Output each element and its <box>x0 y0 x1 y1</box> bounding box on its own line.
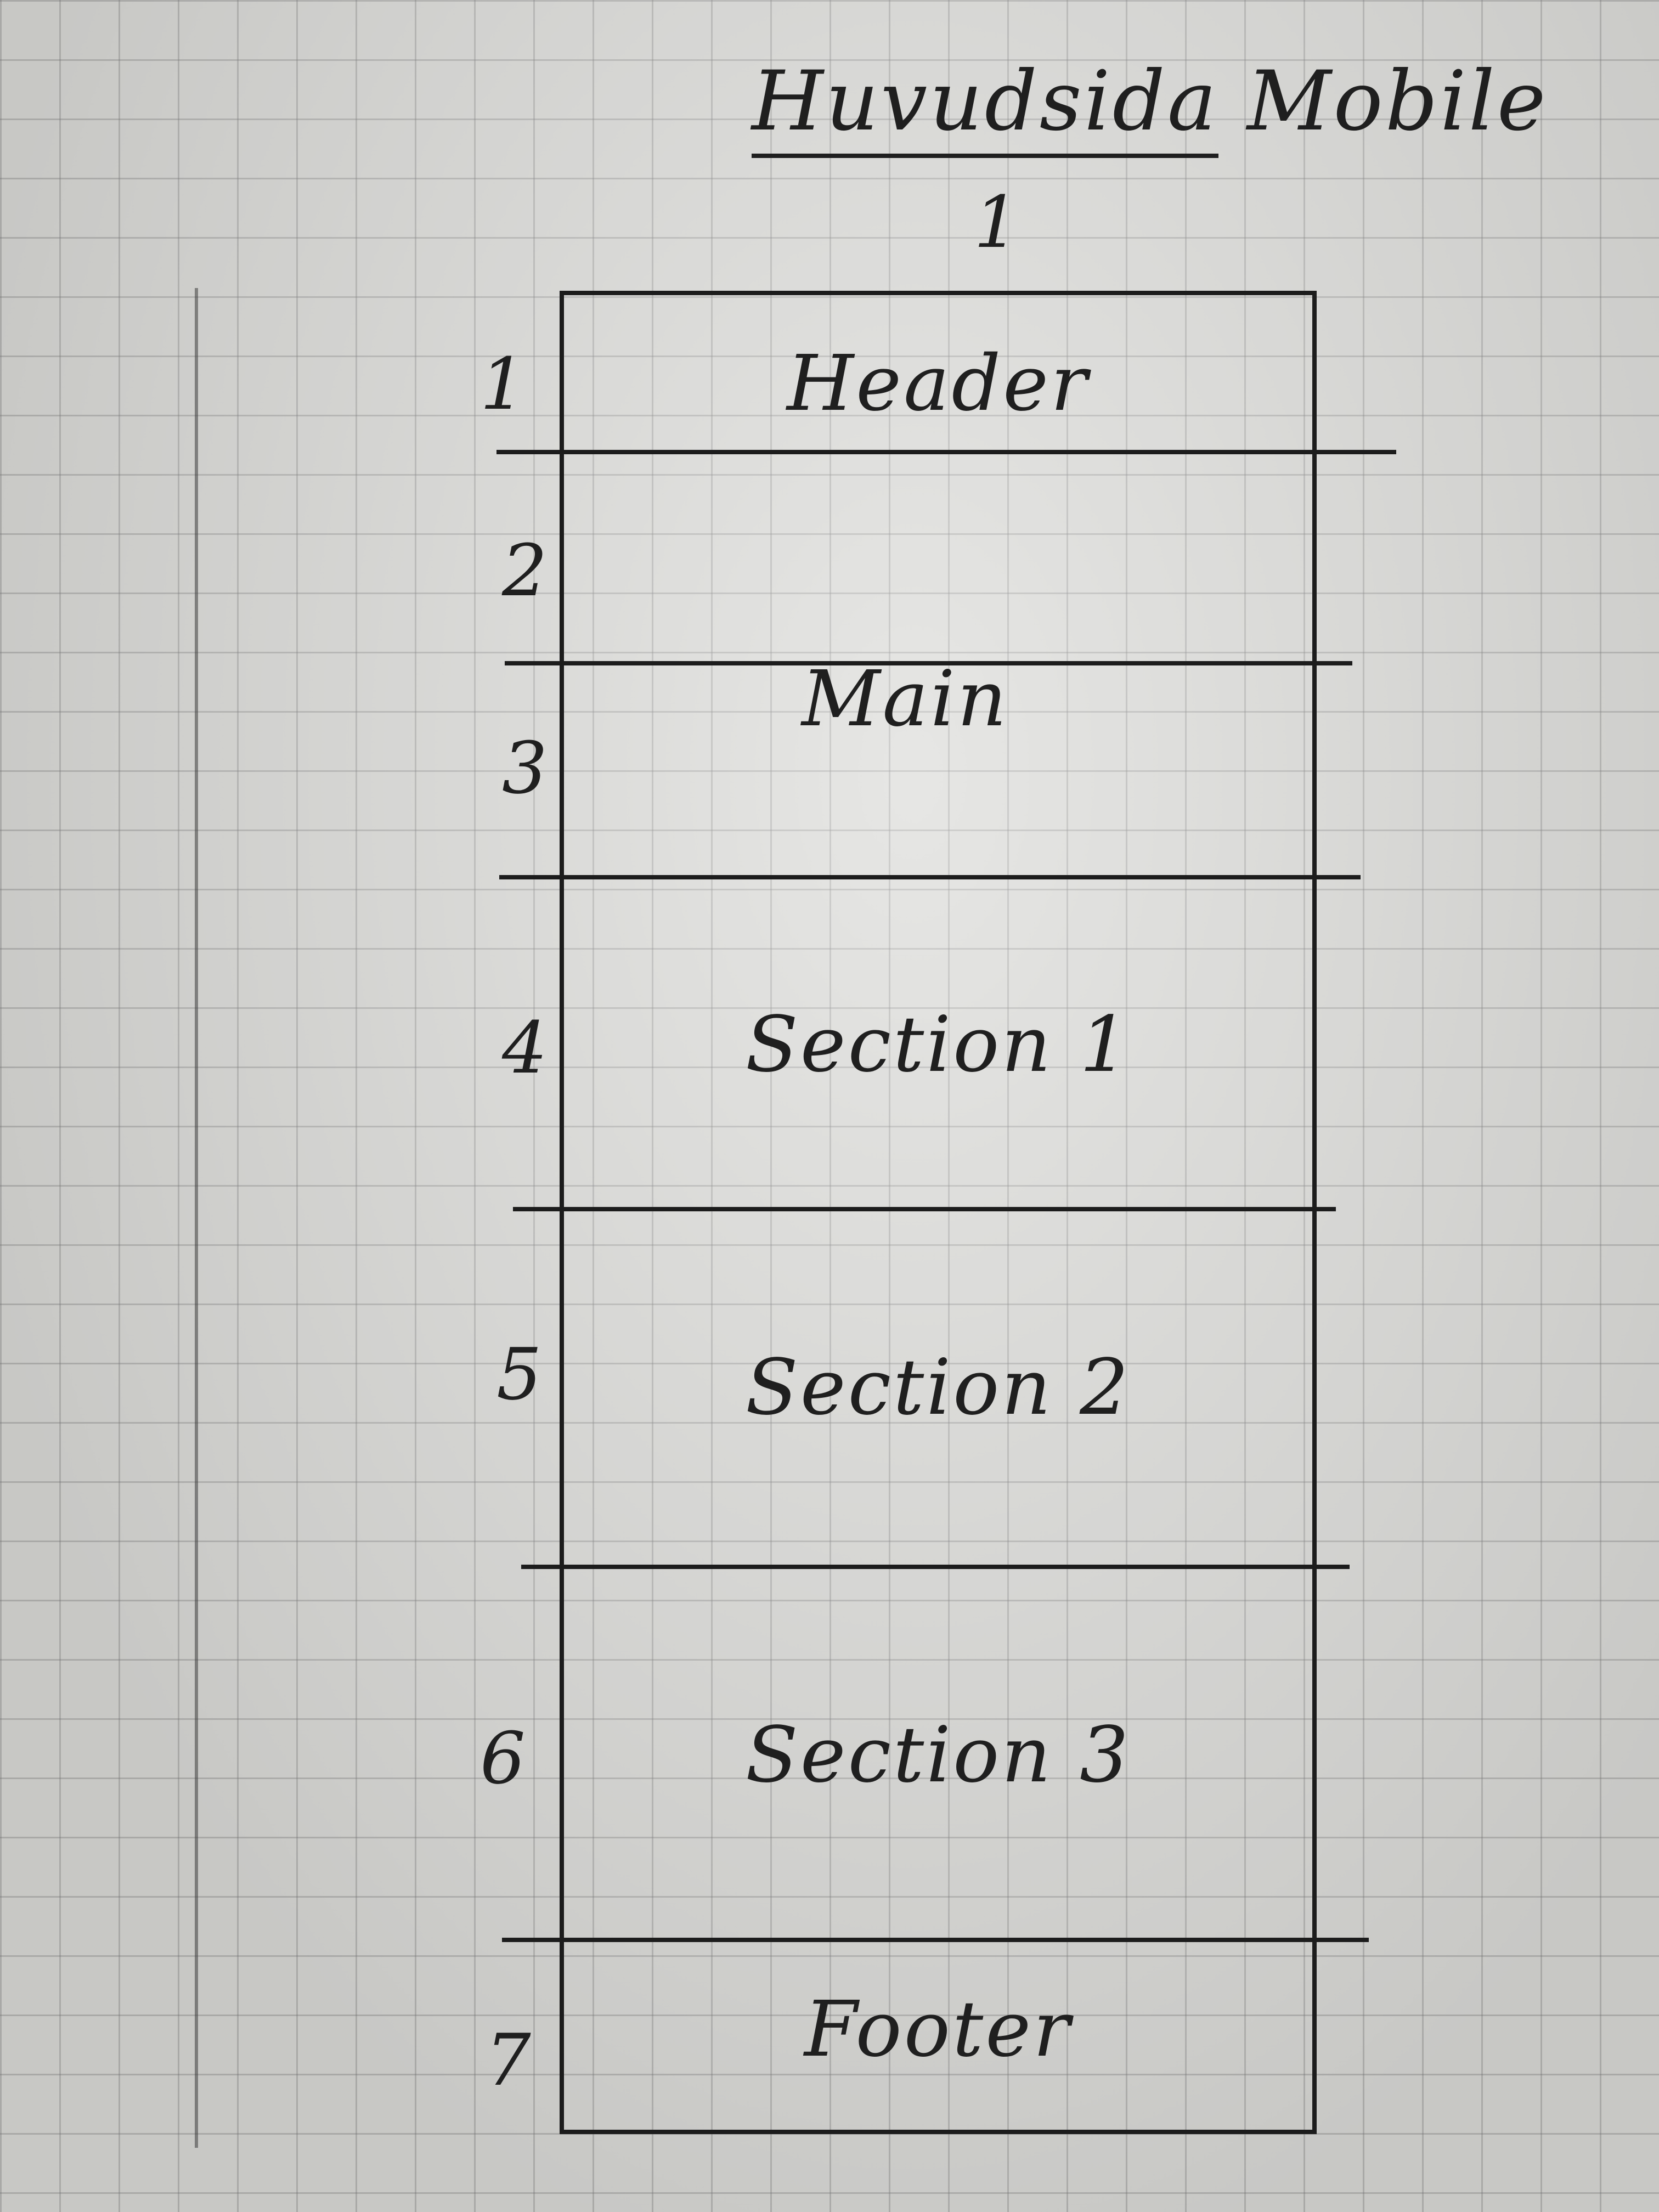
page-number: 1 <box>974 180 1019 264</box>
row-number-4: 4 <box>502 1006 548 1090</box>
row-number-6: 6 <box>480 1717 526 1800</box>
divider-header-bottom <box>496 450 1396 454</box>
divider-row-2-3 <box>505 661 1352 665</box>
page-title: Huvudsida Mobile <box>752 60 1548 158</box>
divider-main-bottom <box>499 875 1361 879</box>
page-title-underlined: Huvudsida <box>752 60 1219 158</box>
region-section-1: Section 1 <box>745 1000 1131 1090</box>
row-number-5: 5 <box>496 1333 542 1416</box>
row-number-3: 3 <box>502 726 548 810</box>
margin-line <box>195 288 198 2148</box>
region-header: Header <box>787 339 1090 428</box>
divider-section-1-bottom <box>513 1207 1336 1211</box>
divider-section-3-bottom <box>502 1938 1369 1942</box>
region-section-2: Section 2 <box>745 1343 1131 1432</box>
row-number-2: 2 <box>502 529 548 612</box>
mobile-frame <box>560 291 1317 2134</box>
row-number-1: 1 <box>480 342 526 426</box>
divider-section-2-bottom <box>521 1565 1350 1569</box>
region-footer: Footer <box>804 1985 1073 2074</box>
region-main: Main <box>802 654 1009 744</box>
region-section-3: Section 3 <box>745 1711 1131 1800</box>
row-number-7: 7 <box>486 2018 531 2102</box>
page-title-rest: Mobile <box>1246 54 1548 149</box>
